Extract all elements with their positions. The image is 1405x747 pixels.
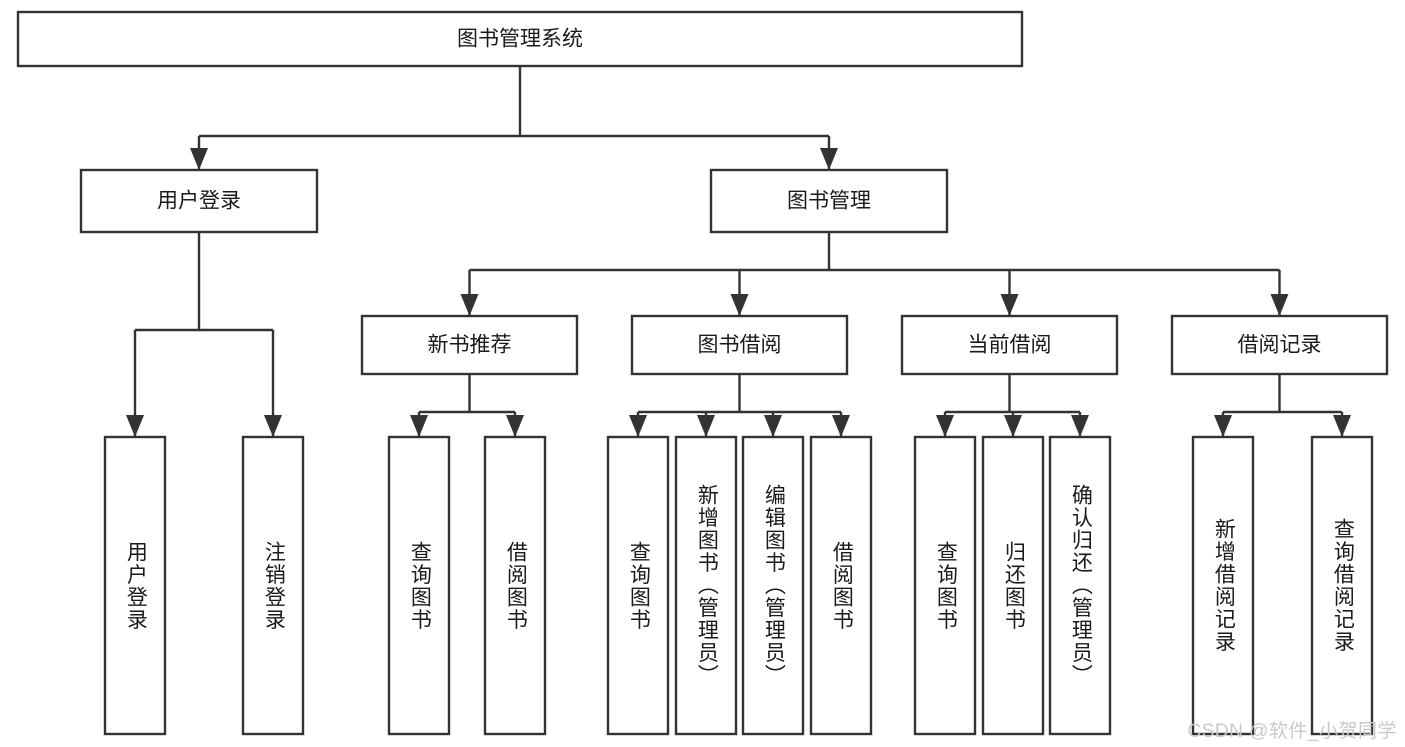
arrow-head-icon <box>936 415 954 437</box>
node-e5bd92e8bf98e59bbee4b9a6-box[interactable] <box>981 435 1045 736</box>
arrow-head-icon <box>730 294 749 316</box>
node-e69fa5e8afa2e5809fe99885e8ae-label: 查询借阅记录 <box>1331 518 1355 653</box>
arrow-head-icon <box>1071 415 1089 437</box>
arrow-head-icon <box>1214 415 1232 437</box>
node-e5809fe99885e59bbee4b9a6-box[interactable] <box>483 435 547 736</box>
arrow-head-icon <box>629 415 647 437</box>
node-e69fa5e8afa2e59bbee4b9a6-label: 查询图书 <box>934 540 958 631</box>
node-e794a8e688b7e799bbe5bd95-label: 用户登录 <box>157 190 241 213</box>
node-e59bbee4b9a6e7aea1e79086-label: 图书管理 <box>787 190 871 213</box>
arrow-head-icon <box>190 148 208 170</box>
node-e59bbee4b9a6e7aea1e79086e7b3-box[interactable] <box>16 10 1024 68</box>
connector-layer <box>126 66 1351 437</box>
arrow-head-icon <box>820 148 838 170</box>
node-box-layer <box>16 10 1389 736</box>
node-e696b0e5a29ee5809fe99885e8ae-label: 新增借阅记录 <box>1212 518 1236 653</box>
node-e5bd93e5898de5809fe99885-box[interactable] <box>900 314 1119 376</box>
arrow-head-icon <box>1004 415 1022 437</box>
node-e5809fe99885e8aeb0e5bd95-label: 借阅记录 <box>1238 334 1322 357</box>
node-e696b0e5a29ee59bbee4b9a6efbc-label: 新增图书（管理员） <box>695 484 719 687</box>
node-e59bbee4b9a6e7aea1e79086-box[interactable] <box>709 168 949 234</box>
arrow-head-icon <box>1333 415 1351 437</box>
arrow-head-icon <box>264 415 282 437</box>
arrow-head-icon <box>126 415 144 437</box>
node-e794a8e688b7e799bbe5bd95-box[interactable] <box>103 435 167 736</box>
node-e6b3a8e99480e799bbe5bd95-box[interactable] <box>241 435 305 736</box>
node-e5bd92e8bf98e59bbee4b9a6-label: 归还图书 <box>1002 540 1026 631</box>
arrow-head-icon <box>460 294 479 316</box>
arrow-head-icon <box>1270 294 1289 316</box>
node-e5809fe99885e59bbee4b9a6-label: 借阅图书 <box>830 540 854 631</box>
node-e696b0e4b9a6e68ea8e88d90-box[interactable] <box>360 314 579 376</box>
node-e69fa5e8afa2e59bbee4b9a6-label: 查询图书 <box>627 540 651 631</box>
node-e69fa5e8afa2e59bbee4b9a6-box[interactable] <box>387 435 451 736</box>
node-e696b0e4b9a6e68ea8e88d90-label: 新书推荐 <box>428 334 512 357</box>
arrow-head-icon <box>764 415 782 437</box>
node-e7bc96e8be91e59bbee4b9a6efbc-label: 编辑图书（管理员） <box>762 484 786 687</box>
arrow-head-icon <box>1000 294 1019 316</box>
node-e59bbee4b9a6e5809fe99885-label: 图书借阅 <box>698 334 782 357</box>
node-e5bd93e5898de5809fe99885-label: 当前借阅 <box>968 334 1052 357</box>
node-e69fa5e8afa2e59bbee4b9a6-label: 查询图书 <box>408 540 432 631</box>
node-e7a1aee8aea4e5bd92e8bf98efbc-label: 确认归还（管理员） <box>1069 484 1093 687</box>
arrow-head-icon <box>410 415 428 437</box>
node-e5809fe99885e59bbee4b9a6-box[interactable] <box>809 435 873 736</box>
arrow-head-icon <box>832 415 850 437</box>
node-e5809fe99885e8aeb0e5bd95-box[interactable] <box>1170 314 1389 376</box>
arrow-head-icon <box>506 415 524 437</box>
node-e794a8e688b7e799bbe5bd95-box[interactable] <box>79 168 319 234</box>
node-e794a8e688b7e799bbe5bd95-label: 用户登录 <box>124 540 148 631</box>
node-e69fa5e8afa2e59bbee4b9a6-box[interactable] <box>913 435 977 736</box>
node-e5809fe99885e59bbee4b9a6-label: 借阅图书 <box>504 540 528 631</box>
node-e59bbee4b9a6e5809fe99885-box[interactable] <box>630 314 849 376</box>
node-e7a1aee8aea4e5bd92e8bf98efbc-box[interactable] <box>1048 435 1112 736</box>
node-e7bc96e8be91e59bbee4b9a6efbc-box[interactable] <box>741 435 805 736</box>
node-e696b0e5a29ee59bbee4b9a6efbc-box[interactable] <box>674 435 738 736</box>
node-e69fa5e8afa2e5809fe99885e8ae-box[interactable] <box>1310 435 1374 736</box>
arrow-head-icon <box>697 415 715 437</box>
node-e6b3a8e99480e799bbe5bd95-label: 注销登录 <box>262 540 286 631</box>
node-e59bbee4b9a6e7aea1e79086e7b3-label: 图书管理系统 <box>457 28 583 51</box>
node-e69fa5e8afa2e59bbee4b9a6-box[interactable] <box>606 435 670 736</box>
node-e696b0e5a29ee5809fe99885e8ae-box[interactable] <box>1191 435 1255 736</box>
